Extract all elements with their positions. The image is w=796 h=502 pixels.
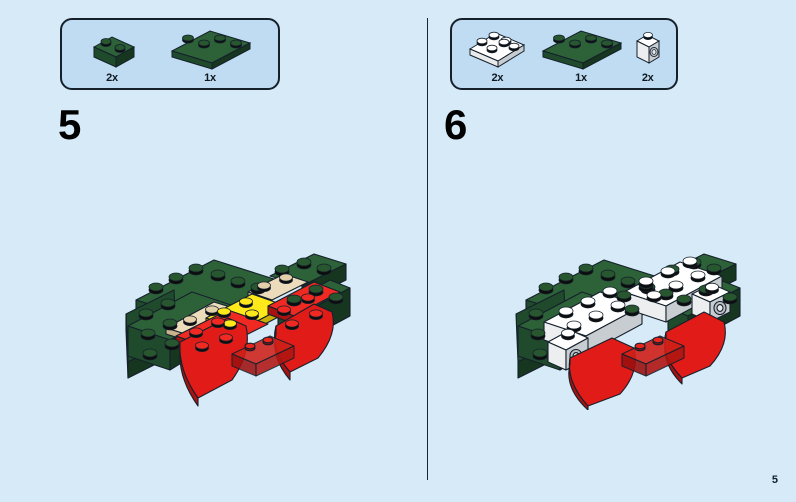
assembly-illustration-step-6 — [508, 230, 748, 415]
brick-2x3-white-icon — [469, 31, 526, 68]
part-brick-1x2-dark-green: 2x — [84, 31, 140, 84]
part-quantity: 2x — [491, 72, 504, 84]
part-quantity: 2x — [106, 72, 118, 84]
part-brick-1x4-dark-green: 1x — [535, 25, 627, 84]
brick-1x4-dark-green-icon — [170, 30, 252, 70]
brick-1x2-dark-green-icon — [92, 36, 136, 68]
parts-row: 2x — [62, 20, 278, 88]
part-brick-1x4-dark-green: 1x — [164, 25, 256, 84]
parts-callout-step-5: 2x — [60, 18, 280, 90]
brick-1x1-sidestud-white-icon — [635, 32, 660, 64]
part-quantity: 2x — [641, 72, 654, 84]
page-number: 5 — [771, 474, 778, 486]
parts-row: 2x — [452, 20, 676, 88]
lego-model-step-6 — [515, 253, 741, 411]
brick-1x4-dark-green-icon — [541, 30, 623, 70]
step-number-5: 5 — [58, 101, 81, 148]
panel-divider — [427, 18, 428, 480]
part-brick-1x1-side-stud-white: 2x — [632, 27, 664, 84]
assembly-illustration-step-5 — [118, 230, 358, 415]
step-number-6: 6 — [444, 101, 467, 148]
part-quantity: 1x — [575, 72, 587, 84]
part-brick-2x3-white: 2x — [464, 25, 530, 84]
part-quantity: 1x — [204, 72, 216, 84]
lego-model-step-5 — [125, 253, 351, 407]
parts-callout-step-6: 2x — [450, 18, 678, 90]
